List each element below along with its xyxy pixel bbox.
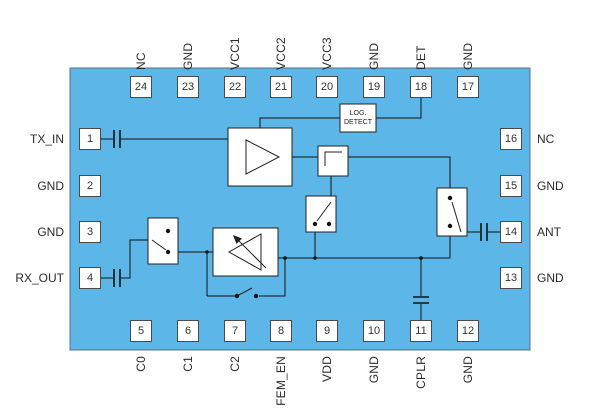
cplr-capacitor-icon [413,296,429,304]
txin-capacitor-icon [113,130,121,148]
pin-23-label: GND [181,42,195,70]
pin-12-label: GND [461,356,475,384]
directional-coupler [317,145,349,177]
wire-bypass-right [259,258,286,297]
pin-15: 15 [500,175,522,197]
pin-6-label: C1 [181,356,195,372]
bypass-switch-contact [234,293,240,299]
junction-dot [313,256,317,260]
pin-21-label: VCC2 [274,37,288,70]
wire-pa-to-logdetect [259,117,340,128]
pin-3-label: GND [37,225,64,239]
junction-dots [205,250,423,260]
txrx-switch-contact [326,221,332,227]
coupler-symbol-icon [324,151,342,166]
pin-9: 9 [316,320,338,342]
gain-arrow-icon [238,240,267,269]
junction-dot [205,250,209,254]
dc-block-capacitors [113,130,488,304]
pin-8-label: FEM_EN [274,356,288,406]
tx-rx-switch [305,195,337,233]
txrx-switch-box [305,195,337,233]
bypass-switch-contact [253,293,259,299]
antenna-switch-contact [447,223,453,229]
pa-triangle-icon [245,139,281,175]
pin-8: 8 [270,320,292,342]
pin-7: 7 [224,320,246,342]
log-detector: LOG. DETECT [339,103,377,133]
pin-24: 24 [130,76,152,98]
rx-output-switch [147,217,179,265]
pin-4: 4 [79,267,101,289]
rx-output-switch-box [147,217,179,265]
rx-output-switch-lever-icon [151,239,167,251]
antenna-switch-contact [447,195,453,201]
pin-5-label: C0 [134,356,148,372]
power-amplifier [227,127,293,187]
pin-19: 19 [363,76,385,98]
pin-23: 23 [177,76,199,98]
pin-14-label: ANT [537,225,561,239]
pin-9-label: VDD [320,356,334,382]
wire-logdetect-to-det-pin [376,98,422,119]
antenna-switch-box [436,187,468,237]
bypass-switch-lever-icon [236,287,253,297]
pin-5: 5 [130,320,152,342]
pin-16: 16 [500,128,522,150]
pin-16-label: NC [537,132,555,146]
pin-17: 17 [457,76,479,98]
log-detector-box [339,103,377,133]
lna-bypass-switch [234,287,259,299]
pin-21: 21 [270,76,292,98]
antenna-switch-lever-icon [451,201,462,233]
pin-15-label: GND [537,179,564,193]
log-detector-label-line2: DETECT [344,119,373,126]
pin-2-label: GND [37,179,64,193]
pin-14: 14 [500,221,522,243]
pin-3: 3 [79,221,101,243]
pin-10: 10 [363,320,385,342]
pin-22-label: VCC1 [228,37,242,70]
rxout-capacitor-icon [113,269,121,287]
pin-12: 12 [457,320,479,342]
pin-1: 1 [79,128,101,150]
pin-11: 11 [410,320,432,342]
log-detector-label-line1: LOG. [350,110,367,117]
pin-6: 6 [177,320,199,342]
pin-2: 2 [79,175,101,197]
lna [212,227,279,277]
rx-output-switch-contact [165,228,171,234]
lna-triangle-icon [227,233,262,271]
pin-1-label: TX_IN [29,132,64,146]
pin-11-label: CPLR [414,356,428,389]
pin-13-label: GND [537,271,564,285]
wire-switch-to-rxout [101,239,152,279]
txrx-switch-contact [312,221,318,227]
wire-coupler-to-ant-switch [348,156,451,198]
antenna-switch [436,187,468,237]
wire-bypass-left [206,252,237,297]
pin-4-label: RX_OUT [15,271,64,285]
coupler-box [317,145,349,177]
pin-18-label: DET [414,45,428,70]
pin-13: 13 [500,267,522,289]
pin-10-label: GND [367,356,381,384]
ant-capacitor-icon [480,223,488,241]
gain-arrow-head-icon [233,235,242,244]
pin-17-label: GND [461,42,475,70]
pin-19-label: GND [367,42,381,70]
pin-18: 18 [410,76,432,98]
pin-7-label: C2 [228,356,242,372]
pin-22: 22 [224,76,246,98]
rx-output-switch-contact [165,249,171,255]
pin-20: 20 [316,76,338,98]
junction-dot [419,256,423,260]
pin-20-label: VCC3 [320,37,334,70]
txrx-switch-lever-icon [316,201,332,222]
junction-dot [283,256,287,260]
pin-24-label: NC [134,52,148,70]
